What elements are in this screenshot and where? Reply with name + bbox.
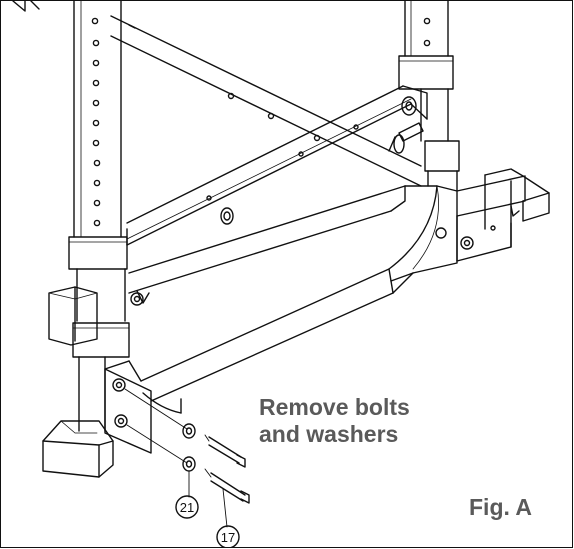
instruction-line-1: Remove bolts <box>259 394 410 420</box>
lower-base-frame <box>128 268 414 414</box>
diagonal-tie-bar <box>110 15 422 187</box>
top-crossbar <box>126 85 428 246</box>
upper-sleeve <box>68 236 128 322</box>
j-hook <box>48 286 98 346</box>
corner-fragment <box>12 1 40 12</box>
pull-pin <box>388 122 424 154</box>
instruction-line-2: and washers <box>259 421 399 447</box>
rear-upright <box>398 1 460 192</box>
figure-label: Fig. A <box>469 494 533 520</box>
exploded-hardware <box>124 388 250 504</box>
curved-gusset <box>388 185 458 282</box>
callout-17: 17 <box>221 530 235 545</box>
front-base-plate <box>104 360 152 454</box>
front-foot-cap <box>42 420 114 478</box>
rear-base-foot <box>456 168 550 262</box>
callout-21: 21 <box>180 500 194 515</box>
middle-cross-tube <box>128 185 406 306</box>
front-upright <box>73 1 128 246</box>
callout-leaders <box>175 470 240 547</box>
